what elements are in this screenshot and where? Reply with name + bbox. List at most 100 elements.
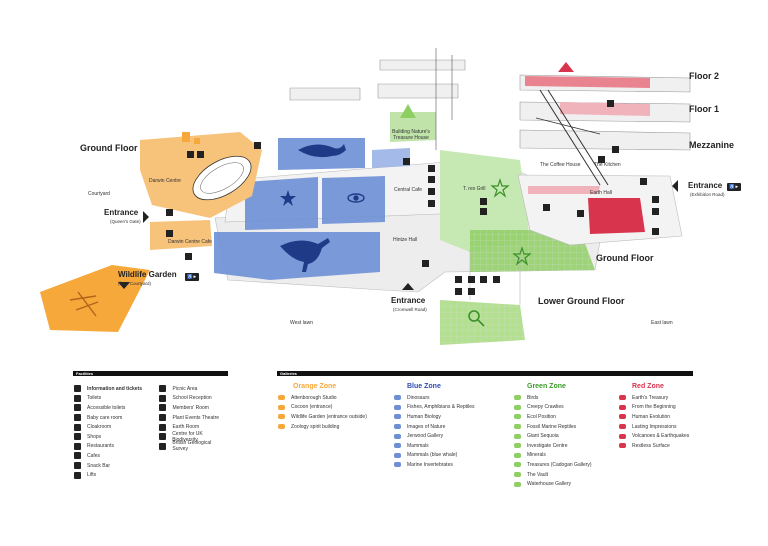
treasure-house-mid [377, 83, 459, 99]
zoology-icon [277, 423, 286, 430]
legend-item-label: Jerwood Gallery [407, 433, 444, 440]
sequoia-icon [400, 104, 416, 118]
legend-item: Earth's Treasury [618, 393, 693, 403]
legend-item-label: Shops [87, 433, 102, 440]
legend-item: Plant Events Theatre [158, 413, 228, 423]
legend-item-label: Minerals [527, 452, 546, 459]
legend-item-label: Restless Surface [632, 442, 670, 449]
legend-item: British Geological Survey [158, 440, 228, 453]
legend-item-label: Baby care room [87, 414, 123, 421]
dinosaur-icon [280, 238, 330, 272]
floor-2-label: Floor 2 [689, 71, 720, 81]
legend-item: Human Evolution [618, 412, 693, 422]
legend-item-label: Zoology spirit building [291, 423, 340, 430]
legend-item: Cocoon (entrance) [277, 403, 393, 413]
legend-item-label: Human Evolution [632, 413, 671, 420]
sequoia-icon [513, 433, 522, 440]
wildlife-garden-access-badge: ♿► [185, 273, 200, 281]
earth-hall-label: Earth Hall [590, 190, 612, 196]
star-icon [393, 433, 402, 440]
biodiversity-icon [158, 433, 167, 441]
legend-item-label: Wildlife Garden (entrance outside) [291, 413, 367, 420]
floor-2-red[interactable] [525, 76, 650, 88]
whale-icon [298, 144, 346, 158]
blue-zone-mammals[interactable] [245, 177, 318, 230]
legend-item-label: Cafes [87, 452, 101, 459]
legend-item: Human Biology [393, 412, 513, 422]
red-zone-strip[interactable] [528, 186, 600, 194]
legend-item-label: The Vault [527, 471, 549, 478]
entrance-arrow-queens [143, 211, 149, 223]
info-icon [73, 385, 82, 393]
legend-item: The Vault [513, 470, 618, 480]
legend-item-label: Dinosaurs [407, 394, 430, 401]
members-room-icon [158, 404, 167, 412]
mezzanine-label: Mezzanine [689, 140, 735, 150]
bird-icon [513, 394, 522, 401]
legend-item-label: Fishes, Amphibians & Reptiles [407, 404, 475, 411]
legend-item: Picnic Area [158, 384, 228, 394]
blue-zone-human-biology[interactable] [322, 176, 385, 224]
red-zone-earth-treasury[interactable] [588, 198, 645, 234]
darwin-upper-slab [289, 87, 361, 101]
star-icon [513, 481, 522, 488]
kitchen-label: The Kitchen [594, 162, 621, 168]
legend-item: Restaurants [73, 442, 158, 452]
legend-item-label: Mammals [407, 442, 429, 449]
blue-zone-fishes[interactable] [372, 148, 410, 168]
floor-1-red[interactable] [560, 102, 650, 116]
entrance-queens-gate-label[interactable]: Entrance [104, 208, 139, 217]
clock-icon [618, 404, 627, 411]
legend-item: Toilets [73, 394, 158, 404]
impressions-icon [618, 423, 627, 430]
legend-item: Fossil Marine Reptiles [513, 422, 618, 432]
mezzanine-slab [519, 129, 691, 151]
entrance-queens-gate-sub: (Queen's Gate) [110, 219, 141, 224]
map-drawing [40, 48, 691, 345]
legend-item-label: Plant Events Theatre [172, 414, 220, 421]
orange-zone-darwin-cafe[interactable] [150, 220, 212, 250]
wildlife-garden-label[interactable]: Wildlife Garden [118, 270, 177, 279]
legend-item: Volcanoes & Earthquakes [618, 431, 693, 441]
legend-item-label: Lasting Impressions [632, 423, 677, 430]
legend-item-label: Earth's Treasury [632, 394, 669, 401]
legend-item: Shops [73, 432, 158, 442]
legend-item-label: Toilets [87, 395, 102, 402]
legend-item-label: Images of Nature [407, 423, 446, 430]
legend-item-label: School Reception [172, 395, 212, 402]
accessible-toilet-icon [73, 404, 82, 412]
legend-item-label: Birds [527, 394, 539, 401]
legend-item: Treasures (Cadogan Gallery) [513, 460, 618, 470]
accessible-entrance-badge: ♿► [727, 183, 742, 191]
legend-item: Attenborough Studio [277, 393, 393, 403]
legend-item-label: Lifts [87, 472, 97, 479]
legend-item-label: Cocoon (entrance) [291, 404, 333, 411]
cloakroom-icon [73, 423, 82, 431]
entrance-cromwell-road-label[interactable]: Entrance [391, 296, 426, 305]
earth-room-icon [158, 423, 167, 431]
treasure-house-label: Building Nature's Treasure House [392, 129, 430, 141]
geological-survey-icon [158, 442, 167, 450]
minerals-icon [513, 452, 522, 459]
legend-item-label: Earth Room [172, 424, 200, 431]
legend-item-label: British Geological Survey [172, 440, 212, 453]
treasure-house-upper [379, 59, 466, 71]
legend-item: Accessible toilets [73, 403, 158, 413]
human-icon [618, 413, 627, 420]
whale-icon [393, 452, 402, 459]
legend-item: Centre for UK Biodiversity [158, 431, 228, 443]
legend-item-label: Treasures (Cadogan Gallery) [527, 461, 592, 468]
legend-item-label: From the Beginning [632, 404, 676, 411]
entrance-exhibition-road-label[interactable]: Entrance [688, 181, 723, 190]
green-zone-minerals[interactable] [390, 112, 436, 142]
legend-item: Members' Room [158, 403, 228, 413]
darwin-centre-cafe-label: Darwin Centre Cafe [168, 239, 212, 245]
orange-zone-wildlife-garden[interactable] [40, 265, 150, 332]
